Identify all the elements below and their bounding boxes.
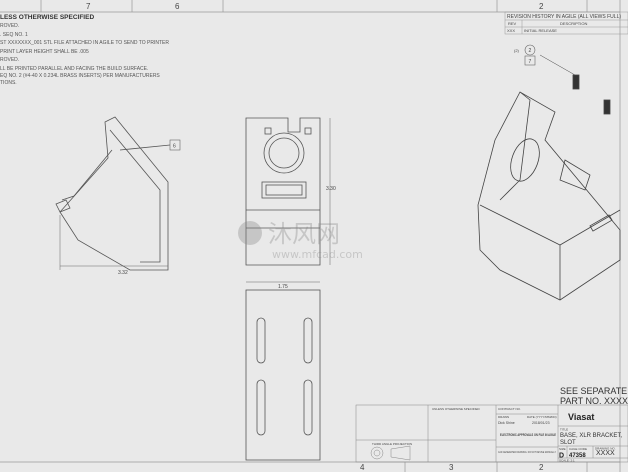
- note-line: ROVED.: [0, 23, 20, 29]
- revision-cell: XXX: [507, 28, 515, 33]
- note-line: EQ NO. 2 (#4-40 X 0.234L BRASS INSERTS) …: [0, 73, 160, 79]
- drawn-label: DRAWN: [498, 415, 509, 419]
- dimension-value: 3.32: [118, 270, 128, 276]
- note-line: PRINT LAYER HEIGHT SHALL BE .005: [0, 48, 89, 55]
- note-line: . SEQ NO. 1: [0, 31, 28, 38]
- revision-cell: INITIAL RELEASE: [524, 28, 557, 33]
- note-line: ROVED.: [0, 57, 20, 63]
- bottom-view: [245, 281, 321, 461]
- contract-no-label: CONTRACT NO.: [498, 407, 521, 411]
- item-qty-prefix: (2): [514, 48, 520, 53]
- revision-header: REV: [508, 21, 517, 26]
- item-balloon: [524, 44, 536, 56]
- revision-title: REVISION HISTORY IN AGILE (ALL VIEWS FUL…: [507, 14, 621, 20]
- drawing-title: BASE, XLR BRACKET, SLOT: [560, 433, 623, 446]
- watermark-url: www.mfcad.com: [272, 248, 363, 261]
- note-line: TIONS.: [0, 79, 17, 86]
- zone-label: 2: [539, 463, 544, 472]
- drawn-by: Dick Shine: [498, 421, 515, 425]
- item-number: 2: [529, 48, 532, 54]
- company-logo: Viasat: [568, 412, 594, 422]
- approval-note: ELECTRONIC APPROVALS ON FILE IN AGILE: [500, 432, 556, 437]
- title-label: TITLE: [560, 428, 568, 432]
- front-view: [245, 117, 321, 266]
- separate-part-note: SEE SEPARATE PAR PART NO. XXXXXXX: [560, 386, 628, 406]
- note-line: ST XXXXXXX_001 STL FILE ATTACHED IN AGIL…: [0, 40, 169, 46]
- separate-part-line: SEE SEPARATE PAR: [560, 386, 628, 396]
- dimension-line: [59, 215, 168, 270]
- watermark-text: 沐风网: [268, 220, 340, 248]
- date-value: 2018/01/23: [532, 421, 550, 425]
- revision-header: DESCRIPTION: [560, 21, 587, 26]
- title-block: [355, 404, 628, 463]
- zone-label: 2: [539, 2, 544, 11]
- side-view: [55, 116, 171, 271]
- size-value: D: [559, 453, 564, 460]
- qty-box: [524, 55, 536, 66]
- revision-table: [504, 11, 628, 35]
- note-line: LL BE PRINTED PARALLEL AND FACING THE BU…: [0, 65, 149, 72]
- scale-value: SCALE: 2:1: [559, 459, 575, 463]
- drawing-no-label: DRAWING NO.: [595, 447, 616, 451]
- date-label: DATE (YYYY/MM/DD): [527, 415, 557, 419]
- isometric-view: [477, 54, 621, 301]
- tolerance-header: UNLESS OTHERWISE SPECIFIED: [432, 407, 480, 411]
- zone-label: 7: [86, 2, 91, 11]
- separate-part-number: PART NO. XXXXXXX: [560, 396, 628, 406]
- cage-label: CAGE CODE: [569, 447, 587, 451]
- zone-label: 4: [360, 463, 365, 472]
- qty-number: 7: [529, 59, 532, 65]
- callout-number: 6: [173, 144, 176, 150]
- general-notes: LESS OTHERWISE SPECIFIED ROVED. . SEQ NO…: [0, 13, 169, 86]
- zone-label: 6: [175, 2, 180, 11]
- cad-note: CAD GENERATED DRAWING. DO NOT REVISE MAN…: [498, 450, 556, 454]
- drawing-no-value: XXXX: [596, 450, 615, 457]
- callout-box: [169, 139, 181, 151]
- dimension-value: 1.75: [278, 284, 288, 290]
- zone-label: 3: [449, 463, 454, 472]
- cage-value: 47358: [569, 453, 586, 459]
- projection-label: THIRD ANGLE PROJECTION: [372, 442, 412, 446]
- notes-heading: LESS OTHERWISE SPECIFIED: [0, 14, 95, 21]
- watermark-logo: 沐风网 www.mfcad.com: [238, 220, 363, 261]
- size-label: SIZE: [559, 447, 566, 451]
- dimension-value: 3.30: [326, 186, 336, 192]
